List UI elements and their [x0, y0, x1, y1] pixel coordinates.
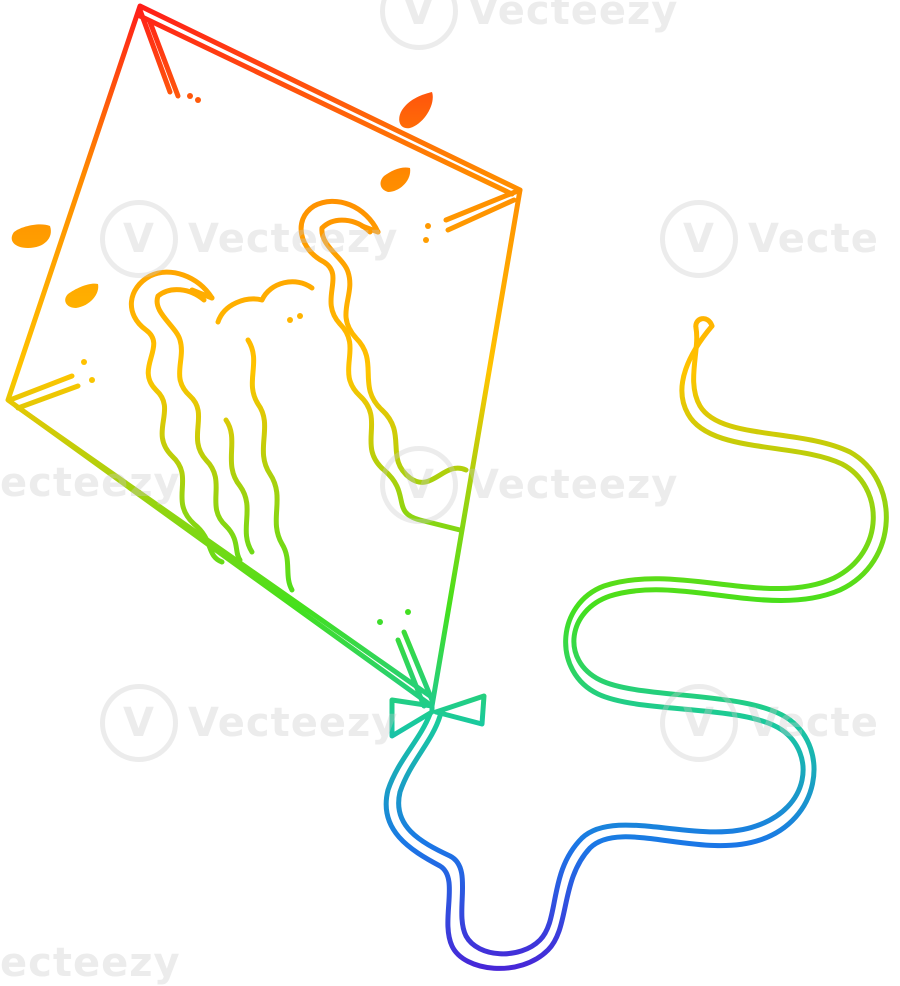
drop-shape — [399, 92, 433, 129]
dot-mark — [297, 313, 303, 319]
kite-tail-ribbon — [383, 325, 889, 971]
kite-pattern-wave-left-inner — [154, 287, 243, 563]
dot-mark — [287, 317, 293, 323]
dot-mark — [187, 93, 193, 99]
kite-strut-top — [137, 7, 181, 99]
kite-strut-left — [7, 373, 81, 411]
dot-mark — [81, 359, 87, 365]
kite-tail-tip — [693, 316, 715, 331]
drop-shape — [380, 167, 411, 192]
dot-mark — [425, 223, 431, 229]
kite-strut-bottom — [395, 629, 435, 709]
kite-pattern-cloud-top — [215, 279, 315, 325]
kite-pattern-wave-right-tip — [359, 223, 381, 235]
kite-frame-inner-edge — [13, 403, 433, 699]
kite-pattern-wave-left — [128, 269, 225, 565]
dot-mark — [195, 97, 201, 103]
kite-frame-inner-edge — [137, 13, 515, 197]
kite-tail-ribbon-inner — [396, 323, 876, 957]
drop-shape — [11, 224, 51, 248]
kite-pattern-wave-right-inner — [319, 217, 469, 485]
dot-mark — [89, 377, 95, 383]
kite-bow — [389, 693, 487, 739]
dot-mark — [377, 619, 383, 625]
kite-pattern-wave-center-inner — [223, 417, 255, 555]
kite-strut-right — [443, 187, 523, 233]
drop-shape — [65, 283, 99, 308]
kite-pattern-wave-center — [245, 337, 295, 593]
kite-pattern-wave-left-tip — [189, 287, 215, 301]
dot-mark — [423, 237, 429, 243]
kite-frame — [5, 3, 523, 709]
kite-pattern-wave-right — [298, 198, 463, 533]
dot-mark — [405, 609, 411, 615]
